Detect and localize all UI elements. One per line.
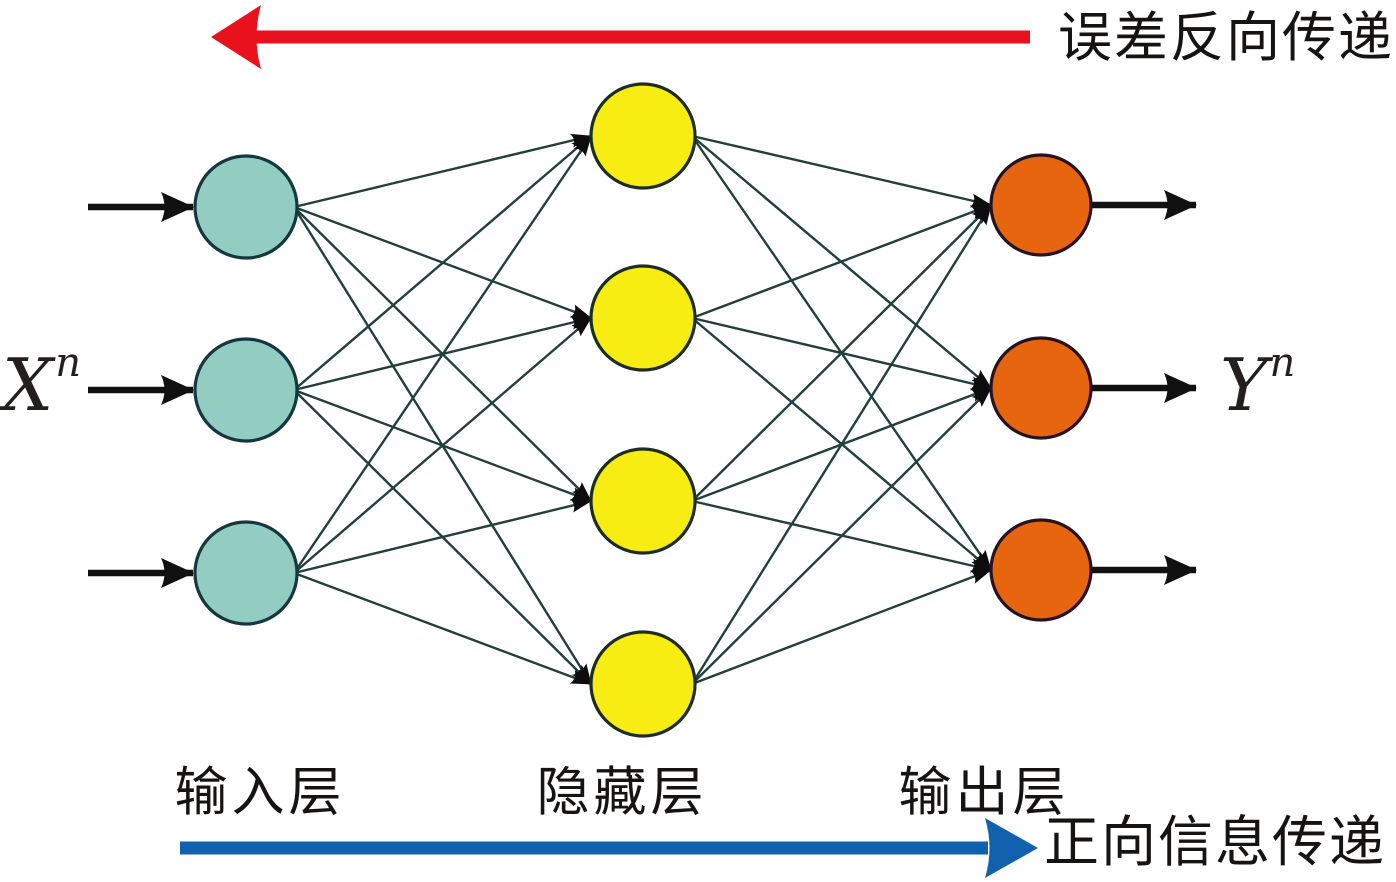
input-layer-label: 输入层 <box>174 762 346 823</box>
input-node <box>193 154 299 260</box>
input-node <box>193 337 299 443</box>
edge-hidden-to-output <box>690 204 993 685</box>
edge-hidden-to-output <box>691 568 992 686</box>
output-node <box>989 518 1093 622</box>
hidden-node <box>589 82 697 190</box>
forward-propagation-arrowhead <box>985 818 1038 878</box>
input-vector-superscript: n <box>55 340 82 386</box>
hidden-node <box>589 630 697 738</box>
forward-propagation-caption: 正向信息传递 <box>1044 810 1387 874</box>
edge-hidden-to-output <box>691 387 992 685</box>
output-node <box>989 153 1093 257</box>
edge-input-to-hidden <box>293 571 592 686</box>
edge-hidden-to-output <box>691 134 992 208</box>
edge-input-to-hidden <box>293 498 592 575</box>
output-vector-superscript: n <box>1269 340 1296 386</box>
hidden-node <box>589 264 697 372</box>
back-propagation-caption: 误差反向传递 <box>1058 6 1394 69</box>
back-propagation-arrowhead <box>211 5 261 69</box>
output-vector-label: Yn <box>1220 340 1295 427</box>
edge-hidden-to-output <box>691 204 992 502</box>
output-node <box>989 336 1093 440</box>
output-layer-label: 输出层 <box>898 762 1070 823</box>
hidden-layer-label: 隐藏层 <box>536 762 708 823</box>
output-vector-base: Y <box>1220 343 1268 427</box>
edge-input-to-hidden <box>293 135 592 391</box>
input-vector-label: Xn <box>2 340 81 427</box>
input-vector-base: X <box>2 343 54 427</box>
edge-input-to-hidden <box>293 133 592 209</box>
edge-input-to-hidden <box>293 135 592 574</box>
hidden-node <box>589 447 697 555</box>
edge-hidden-to-output <box>691 203 992 320</box>
input-node <box>193 520 299 626</box>
edge-input-to-hidden <box>293 317 592 574</box>
